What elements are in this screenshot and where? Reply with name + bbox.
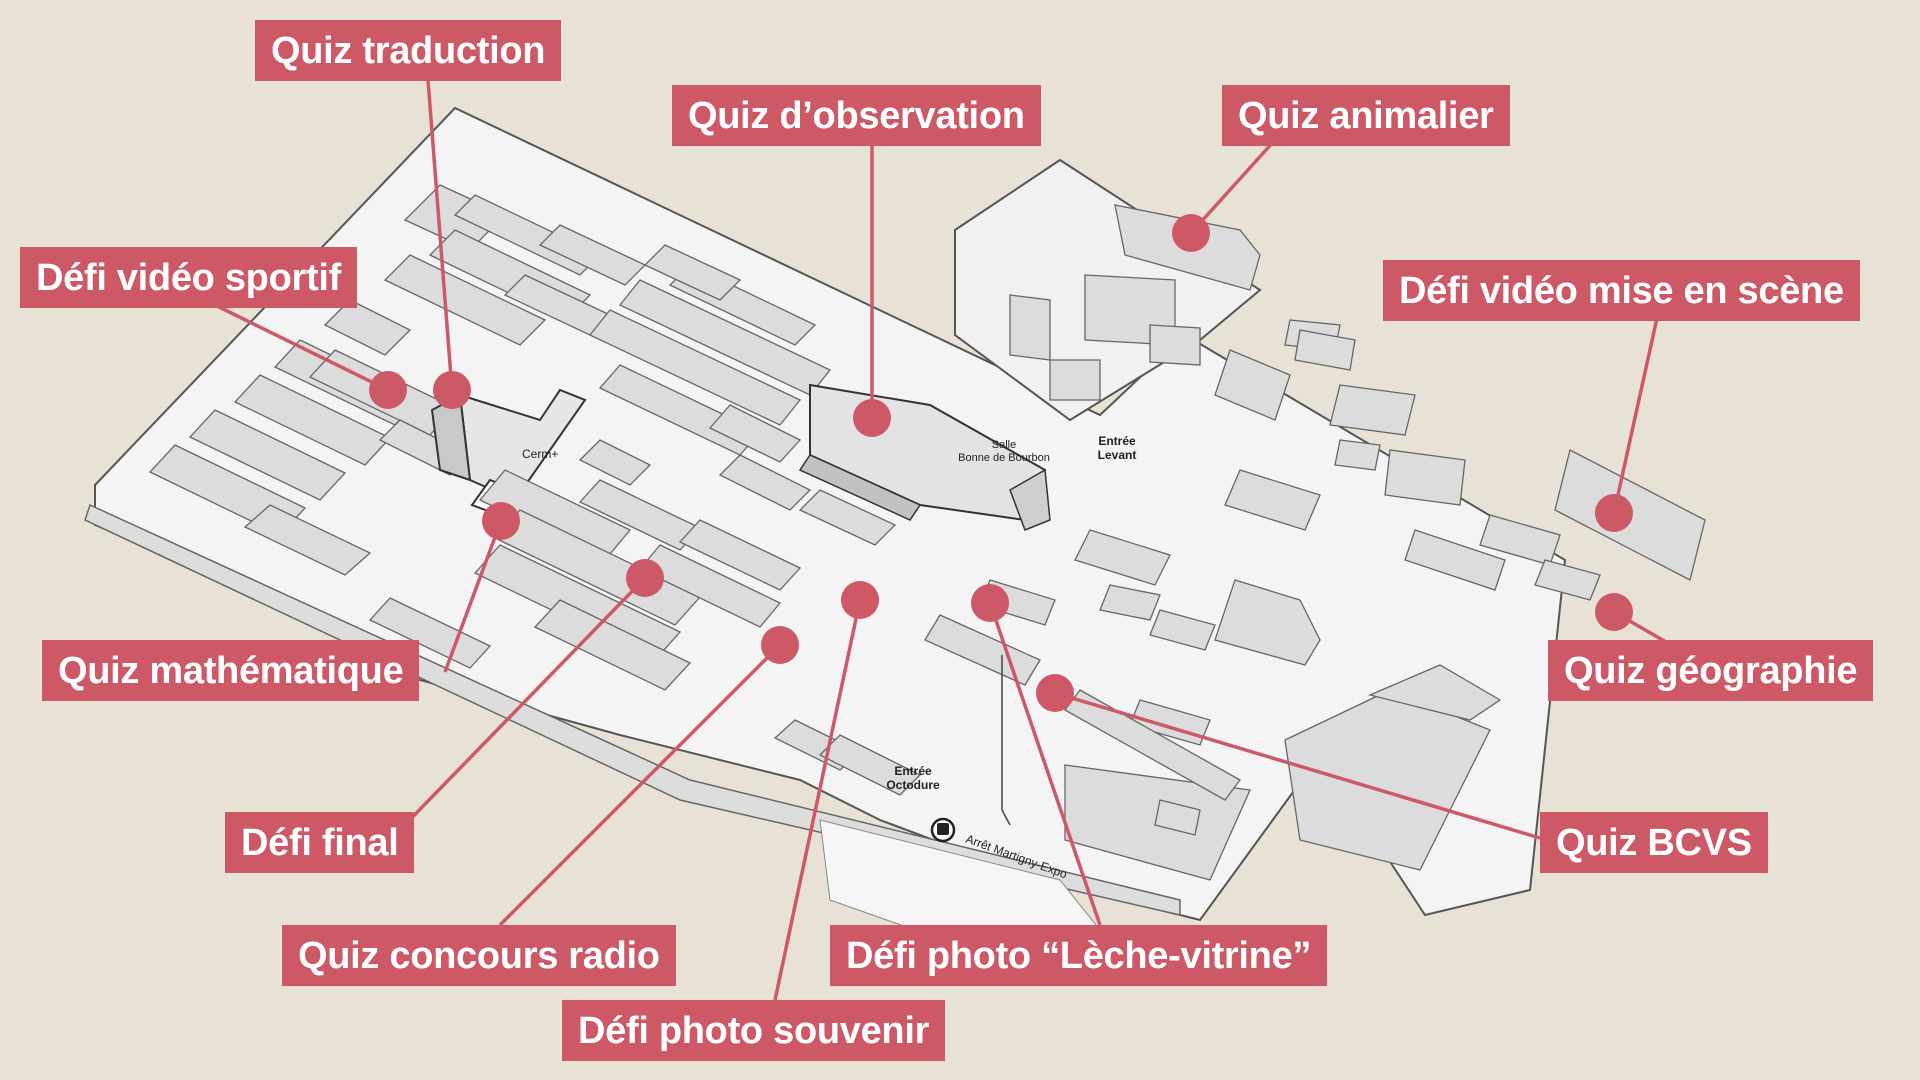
entree-levant-line2: Levant (1098, 448, 1137, 462)
quiz-observation-label[interactable]: Quiz d’observation (672, 85, 1041, 146)
quiz-concours-radio-leader-line (498, 643, 782, 927)
defi-photo-souvenir-location-dot-icon[interactable] (841, 581, 879, 619)
quiz-bcvs-location-dot-icon[interactable] (1036, 674, 1074, 712)
south-east-blocks (924, 529, 1502, 881)
quiz-observation-location-dot-icon[interactable] (853, 399, 891, 437)
quiz-animalier-label[interactable]: Quiz animalier (1222, 85, 1510, 146)
center-hall-blocks (578, 244, 897, 546)
defi-final-label[interactable]: Défi final (225, 812, 415, 873)
quiz-geographie-label[interactable]: Quiz géographie (1548, 640, 1874, 701)
quiz-mathematique-label[interactable]: Quiz mathématique (42, 640, 420, 701)
west-hall-blocks (148, 184, 647, 576)
defi-photo-leche-vitrine-location-dot-icon[interactable] (971, 584, 1009, 622)
entree-octodure-line2: Octodure (886, 778, 940, 792)
defi-video-sportif-label[interactable]: Défi vidéo sportif (20, 247, 357, 308)
quiz-mathematique-leader-line (443, 520, 503, 673)
defi-video-sportif-leader-line (214, 303, 389, 392)
quiz-animalier-location-dot-icon[interactable] (1172, 214, 1210, 252)
defi-video-mise-en-scene-label[interactable]: Défi vidéo mise en scène (1383, 260, 1860, 321)
location-markers (369, 214, 1633, 712)
defi-photo-souvenir-leader-line (773, 599, 862, 1001)
bus-stop-sign (930, 655, 1011, 843)
quiz-bcvs-label[interactable]: Quiz BCVS (1540, 812, 1768, 873)
salle-label-line2: Bonne de Bourbon (958, 452, 1050, 464)
quiz-geographie-location-dot-icon[interactable] (1595, 593, 1633, 631)
defi-final-leader-line (393, 576, 647, 837)
quiz-concours-radio-label[interactable]: Quiz concours radio (282, 925, 676, 986)
defi-photo-souvenir-label[interactable]: Défi photo souvenir (562, 1000, 946, 1061)
quiz-bcvs-leader-line (1054, 691, 1541, 840)
defi-photo-leche-vitrine-leader-line (988, 602, 1102, 926)
leader-lines (214, 79, 1681, 1001)
quiz-traduction-label[interactable]: Quiz traduction (255, 20, 562, 81)
defi-video-sportif-location-dot-icon[interactable] (369, 371, 407, 409)
north-east-blocks (1009, 204, 1706, 601)
quiz-concours-radio-location-dot-icon[interactable] (761, 626, 799, 664)
salle-label-line1: Salle (992, 439, 1016, 451)
entree-octodure-line1: Entrée (894, 764, 932, 778)
defi-video-mise-en-scene-leader-line (1612, 317, 1659, 514)
cerm-label: Cerm+ (522, 447, 558, 461)
defi-final-location-dot-icon[interactable] (626, 559, 664, 597)
quiz-animalier-leader-line (1189, 138, 1277, 235)
quiz-traduction-leader-line (426, 79, 454, 391)
defi-photo-leche-vitrine-label[interactable]: Défi photo “Lèche-vitrine” (830, 925, 1328, 986)
quiz-mathematique-location-dot-icon[interactable] (482, 502, 520, 540)
entree-levant-line1: Entrée (1098, 434, 1136, 448)
defi-video-mise-en-scene-location-dot-icon[interactable] (1595, 494, 1633, 532)
quiz-traduction-location-dot-icon[interactable] (433, 371, 471, 409)
